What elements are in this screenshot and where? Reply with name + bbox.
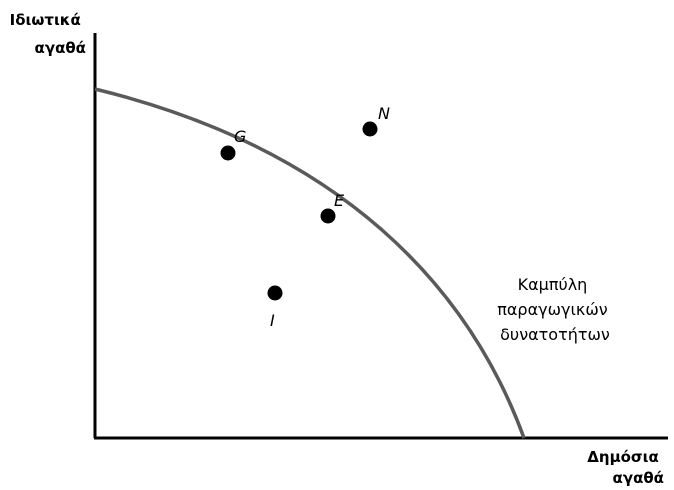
y-axis-title-line1: Ιδιωτικά [10, 11, 81, 29]
y-axis-title: Ιδιωτικά αγαθά [10, 11, 86, 57]
x-axis-title-line2: αγαθά [613, 469, 664, 487]
point-e-label: E [334, 191, 345, 210]
point-i [267, 285, 283, 301]
point-g-label: G [234, 127, 246, 146]
point-i-label: I [270, 311, 275, 330]
curve-label-line2: παραγωγικών [497, 300, 607, 319]
point-n [362, 121, 378, 137]
curve-label-line3: δυνατοτήτων [500, 325, 610, 344]
curve-label-line1: Καμπύλη [518, 275, 588, 294]
x-axis-title: Δημόσια αγαθά [587, 448, 664, 487]
curve-label: Καμπύλη παραγωγικών δυνατοτήτων [497, 275, 613, 344]
point-e [320, 208, 336, 224]
production-possibilities-curve [94, 87, 526, 439]
x-axis-title-line1: Δημόσια [587, 448, 658, 466]
y-axis-title-line2: αγαθά [35, 39, 86, 57]
point-n-label: N [378, 104, 390, 123]
point-g [220, 145, 236, 161]
